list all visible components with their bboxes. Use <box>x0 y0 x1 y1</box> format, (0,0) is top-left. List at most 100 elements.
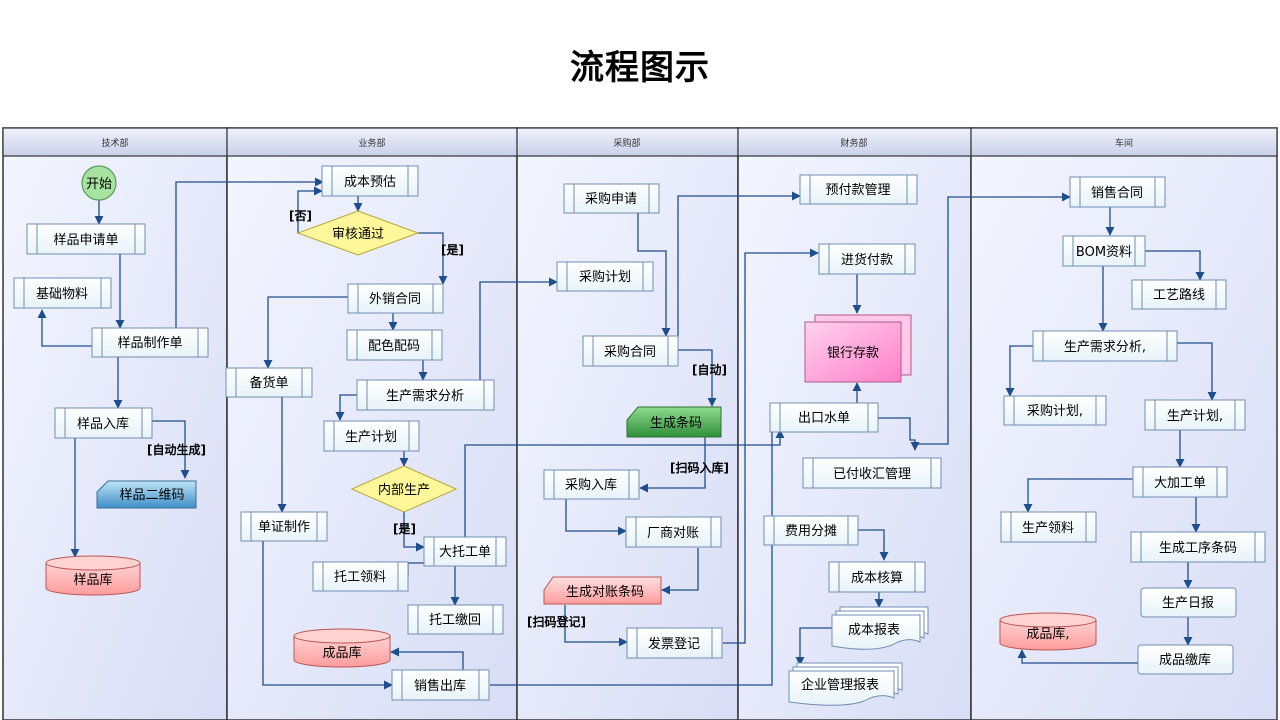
svg-text:成品库,: 成品库, <box>1026 626 1069 642</box>
svg-text:样品制作单: 样品制作单 <box>117 336 182 351</box>
process-prod-demand-business: 生产需求分析 <box>356 379 495 411</box>
document-mgmt-report: 企业管理报表 <box>788 662 903 706</box>
process-bom: BOM资料 <box>1062 235 1146 267</box>
svg-text:外销合同: 外销合同 <box>369 292 421 307</box>
svg-text:样品入库: 样品入库 <box>77 416 129 432</box>
process-prod-plan-business: 生产计划 <box>323 420 420 452</box>
svg-text:配色配码: 配色配码 <box>368 338 420 354</box>
process-purchase-in: 采购入库 <box>543 469 640 500</box>
process-goods-pay: 进货付款 <box>818 243 916 275</box>
process-daily-report: 生产日报 <box>1140 587 1237 618</box>
edge-label-scan-in: [扫码入库] <box>670 460 729 475</box>
lane-title-business: 业务部 <box>358 137 385 149</box>
lane-title-finance: 财务部 <box>840 137 867 149</box>
svg-text:进货付款: 进货付款 <box>841 252 893 268</box>
svg-text:成本核算: 成本核算 <box>851 571 903 586</box>
svg-text:生产需求分析,: 生产需求分析, <box>1064 340 1146 355</box>
data-gen-check-code: 生成对账条码 <box>543 576 662 605</box>
svg-text:开始: 开始 <box>86 177 112 192</box>
database-finished-store-business: 成品库 <box>293 628 391 668</box>
process-prepay: 预付款管理 <box>799 174 918 205</box>
svg-text:生产日报: 生产日报 <box>1162 596 1214 611</box>
connectors <box>37 177 1217 690</box>
svg-text:采购合同: 采购合同 <box>604 344 656 360</box>
process-sales-out: 销售出库 <box>391 669 490 701</box>
process-export-note: 出口水单 <box>769 402 879 433</box>
svg-text:成本预估: 成本预估 <box>344 175 396 190</box>
process-outsource-pick: 托工领料 <box>312 561 409 592</box>
process-sample-make: 样品制作单 <box>91 327 209 358</box>
svg-text:审核通过: 审核通过 <box>332 227 384 242</box>
process-export-contract: 外销合同 <box>347 283 444 314</box>
process-outsource-return: 托工缴回 <box>407 604 504 635</box>
process-color-code: 配色配码 <box>346 329 443 361</box>
process-purchase-plan-workshop: 采购计划, <box>1003 395 1107 426</box>
svg-text:预付款管理: 预付款管理 <box>825 183 890 198</box>
svg-text:生产领料: 生产领料 <box>1022 521 1074 536</box>
process-outsource-order: 大托工单 <box>423 536 507 567</box>
svg-text:BOM资料: BOM资料 <box>1076 245 1132 260</box>
process-route: 工艺路线 <box>1131 279 1227 310</box>
svg-text:托工缴回: 托工缴回 <box>429 613 481 628</box>
process-base-material: 基础物料 <box>13 277 112 309</box>
process-sample-request: 样品申请单 <box>26 223 146 255</box>
svg-text:生成对账条码: 生成对账条码 <box>566 584 644 600</box>
svg-text:出口水单: 出口水单 <box>798 411 850 426</box>
page-title: 流程图示 <box>570 48 710 88</box>
decision-review: 审核通过 <box>296 210 420 256</box>
edge-label-auto: [自动] <box>692 362 727 377</box>
edge-label-yes: [是] <box>441 243 464 257</box>
svg-text:样品申请单: 样品申请单 <box>53 233 118 248</box>
process-cost-split: 费用分摊 <box>763 515 859 546</box>
svg-text:厂商对账: 厂商对账 <box>647 526 699 541</box>
svg-text:大加工单: 大加工单 <box>1154 476 1206 491</box>
svg-text:备货单: 备货单 <box>249 375 288 391</box>
svg-text:内部生产: 内部生产 <box>378 482 430 498</box>
start-node: 开始 <box>81 165 117 201</box>
process-cost-calc: 成本核算 <box>828 561 926 593</box>
svg-text:成品缴库: 成品缴库 <box>1159 652 1211 668</box>
svg-text:销售出库: 销售出库 <box>414 678 466 694</box>
svg-text:生成条码: 生成条码 <box>650 415 702 431</box>
svg-text:费用分摊: 费用分摊 <box>785 524 837 539</box>
svg-text:采购计划: 采购计划 <box>579 269 631 285</box>
process-invoice: 发票登记 <box>626 627 723 659</box>
svg-text:生产计划: 生产计划 <box>345 430 397 445</box>
svg-text:银行存款: 银行存款 <box>827 346 879 361</box>
svg-text:成本报表: 成本报表 <box>848 623 900 638</box>
process-vendor-check: 厂商对账 <box>625 516 722 548</box>
svg-text:企业管理报表: 企业管理报表 <box>801 677 879 693</box>
data-sample-qr: 样品二维码 <box>96 480 197 509</box>
svg-text:样品库: 样品库 <box>73 572 112 588</box>
svg-text:样品二维码: 样品二维码 <box>119 488 184 503</box>
process-purchase-contract: 采购合同 <box>582 335 679 367</box>
decision-internal-prod: 内部生产 <box>350 465 458 513</box>
process-doc-make: 单证制作 <box>240 511 328 542</box>
svg-text:采购申请: 采购申请 <box>585 191 637 207</box>
lane-title-tech: 技术部 <box>101 137 128 149</box>
edge-label-no: [否] <box>289 209 312 223</box>
database-finished-store-workshop: 成品库, <box>999 612 1097 651</box>
process-finished-return: 成品缴库 <box>1137 644 1234 675</box>
process-prod-demand-workshop: 生产需求分析, <box>1032 330 1178 362</box>
svg-text:已付收汇管理: 已付收汇管理 <box>833 467 911 482</box>
process-sample-in: 样品入库 <box>54 407 153 439</box>
process-paid-fx: 已付收汇管理 <box>802 457 942 489</box>
svg-text:单证制作: 单证制作 <box>258 520 310 535</box>
data-gen-barcode: 生成条码 <box>626 406 722 438</box>
database-sample-store: 样品库 <box>45 555 141 596</box>
process-big-work-order: 大加工单 <box>1132 466 1228 498</box>
svg-text:采购入库: 采购入库 <box>565 477 617 493</box>
svg-text:销售合同: 销售合同 <box>1091 185 1143 201</box>
svg-text:基础物料: 基础物料 <box>36 287 88 302</box>
svg-text:生产计划,: 生产计划, <box>1167 409 1223 424</box>
svg-text:托工领料: 托工领料 <box>334 570 386 585</box>
process-stock-list: 备货单 <box>225 367 313 398</box>
process-cost-estimate: 成本预估 <box>321 165 419 197</box>
svg-text:工艺路线: 工艺路线 <box>1153 287 1205 303</box>
nodes: 开始 样品申请单 基础物料 样品制作单 样品入库 样品二维 <box>13 165 1266 706</box>
process-purchase-request: 采购申请 <box>563 183 660 214</box>
document-cost-report: 成本报表 <box>831 606 929 650</box>
process-prod-pick: 生产领料 <box>1000 511 1097 543</box>
